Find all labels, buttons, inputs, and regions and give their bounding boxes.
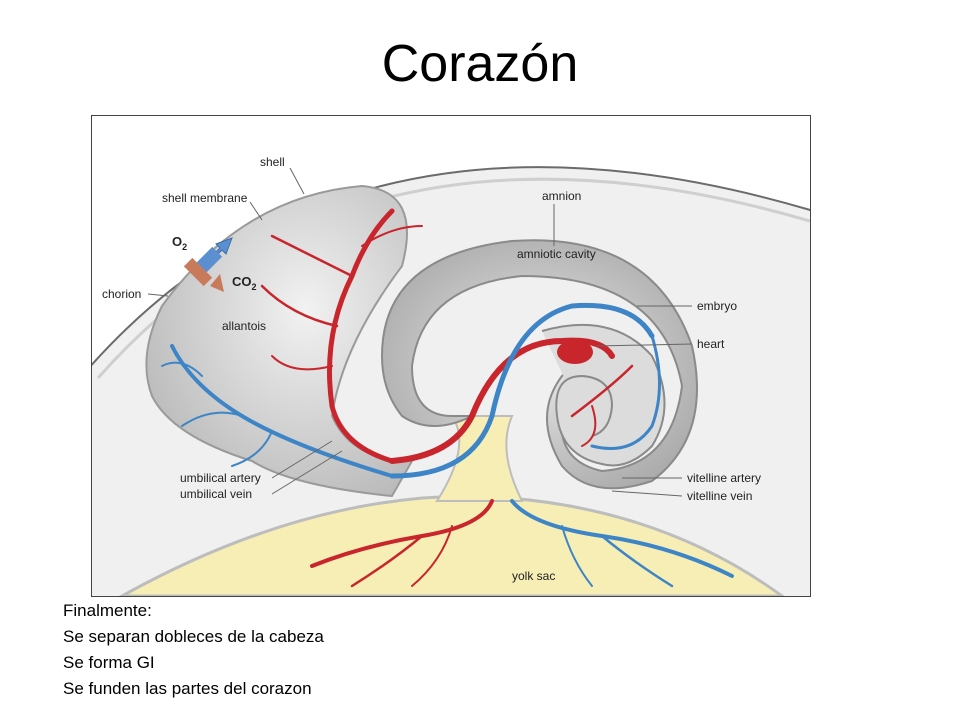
label-vitelline-vein: vitelline vein	[687, 489, 752, 503]
note-line: Se funden las partes del corazon	[63, 679, 312, 698]
note-line: Finalmente:	[63, 601, 152, 620]
label-shell-membrane: shell membrane	[162, 191, 248, 205]
label-chorion: chorion	[102, 287, 141, 301]
label-co2: CO2	[232, 274, 257, 292]
label-amniotic-cavity: amniotic cavity	[517, 247, 596, 261]
heart-shape	[557, 340, 593, 364]
label-umbilical-artery: umbilical artery	[180, 471, 261, 485]
co2-arrow-icon	[183, 257, 224, 292]
slide-title: Corazón	[381, 35, 579, 93]
label-yolk-sac: yolk sac	[512, 569, 555, 583]
label-amnion: amnion	[542, 189, 581, 203]
label-vitelline-artery: vitelline artery	[687, 471, 761, 485]
notes-list: Finalmente: Se separan dobleces de la ca…	[63, 598, 324, 702]
label-umbilical-vein: umbilical vein	[180, 487, 252, 501]
label-allantois: allantois	[222, 319, 266, 333]
label-heart: heart	[697, 337, 725, 351]
label-embryo: embryo	[697, 299, 737, 313]
note-line: Se forma GI	[63, 653, 155, 672]
label-o2: O2	[172, 234, 187, 252]
note-line: Se separan dobleces de la cabeza	[63, 627, 324, 646]
embryo-diagram: shell shell membrane O2 CO2 chorion alla…	[91, 115, 811, 597]
label-shell: shell	[260, 155, 285, 169]
